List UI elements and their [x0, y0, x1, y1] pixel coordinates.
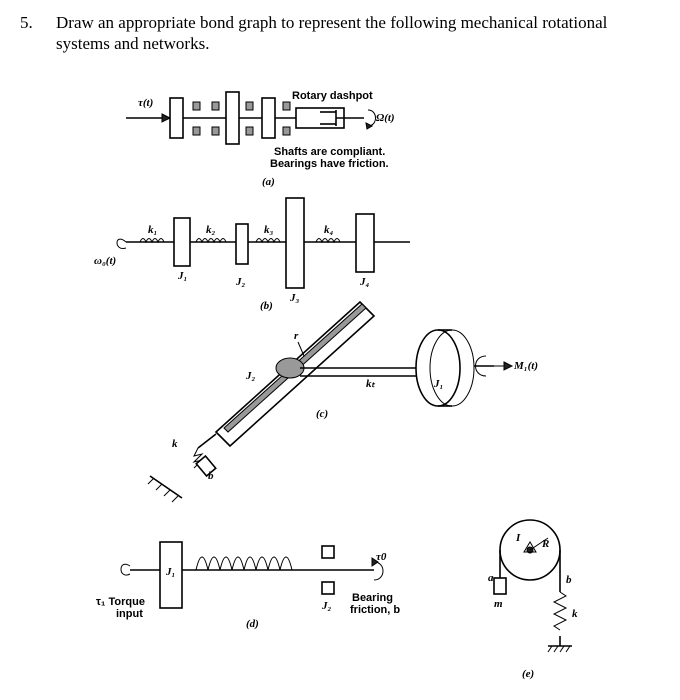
question-number: 5.: [20, 13, 33, 32]
fig-d-bearing-line2: friction, b: [350, 604, 401, 616]
fig-b-j1: J₁: [178, 270, 188, 282]
fig-c-k-label: k: [172, 438, 178, 450]
fig-b-caption: (b): [260, 300, 273, 312]
fig-e-m-label: m: [494, 598, 503, 610]
fig-b-j3: J₃: [290, 292, 300, 304]
fig-e-a-label: a: [488, 572, 494, 584]
fig-a-torque-label: τ(t): [138, 97, 154, 109]
fig-a-speed-label: Ω(t): [376, 112, 395, 124]
question-text: Draw an appropriate bond graph to repres…: [56, 13, 608, 53]
fig-c-j1-label: J₁: [434, 378, 444, 390]
fig-c-j2-label: J₂: [246, 370, 256, 382]
fig-e-k-label: k: [572, 608, 578, 620]
fig-d-bearing-line1: Bearing: [352, 592, 393, 604]
fig-e-i-label: I: [516, 532, 521, 544]
figure-d-drawing: [120, 541, 384, 609]
fig-d-j2-label: J₂: [322, 600, 332, 612]
fig-e-r-label: R: [542, 538, 550, 550]
fig-b-k1: k₁: [148, 224, 158, 236]
fig-a-dashpot-label: Rotary dashpot: [292, 90, 373, 102]
fig-c-kt-label: kₜ: [366, 378, 375, 390]
fig-d-torque-line2: input: [116, 608, 143, 620]
fig-c-caption: (c): [316, 408, 329, 420]
fig-c-moment-label: M₁(t): [514, 360, 538, 372]
fig-d-j1-label: J₁: [166, 566, 176, 578]
figure-a-drawing: [126, 91, 376, 145]
fig-d-tau0-label: τ0: [376, 551, 387, 563]
fig-e-caption: (e): [522, 668, 535, 680]
fig-b-k3: k₃: [264, 224, 274, 236]
fig-b-j2: J₂: [236, 276, 246, 288]
figure-b-drawing: [116, 197, 410, 289]
fig-d-torque-line1: τ₁ Torque: [96, 596, 145, 608]
fig-c-r-label: r: [294, 330, 299, 342]
figure-e-drawing: [493, 519, 572, 653]
fig-b-k4: k₄: [324, 224, 334, 236]
fig-a-caption: (a): [262, 176, 275, 188]
fig-b-input-label: ω₀(t): [94, 255, 117, 267]
fig-a-note-line1: Shafts are compliant.: [274, 146, 386, 158]
fig-b-j4: J₄: [360, 276, 370, 288]
fig-d-caption: (d): [246, 618, 259, 630]
fig-e-b-label: b: [566, 574, 572, 586]
fig-a-note-line2: Bearings have friction.: [270, 158, 389, 170]
fig-b-k2: k₂: [206, 224, 216, 236]
figure-c-drawing: [147, 300, 514, 503]
fig-c-b-label: b: [208, 470, 214, 482]
